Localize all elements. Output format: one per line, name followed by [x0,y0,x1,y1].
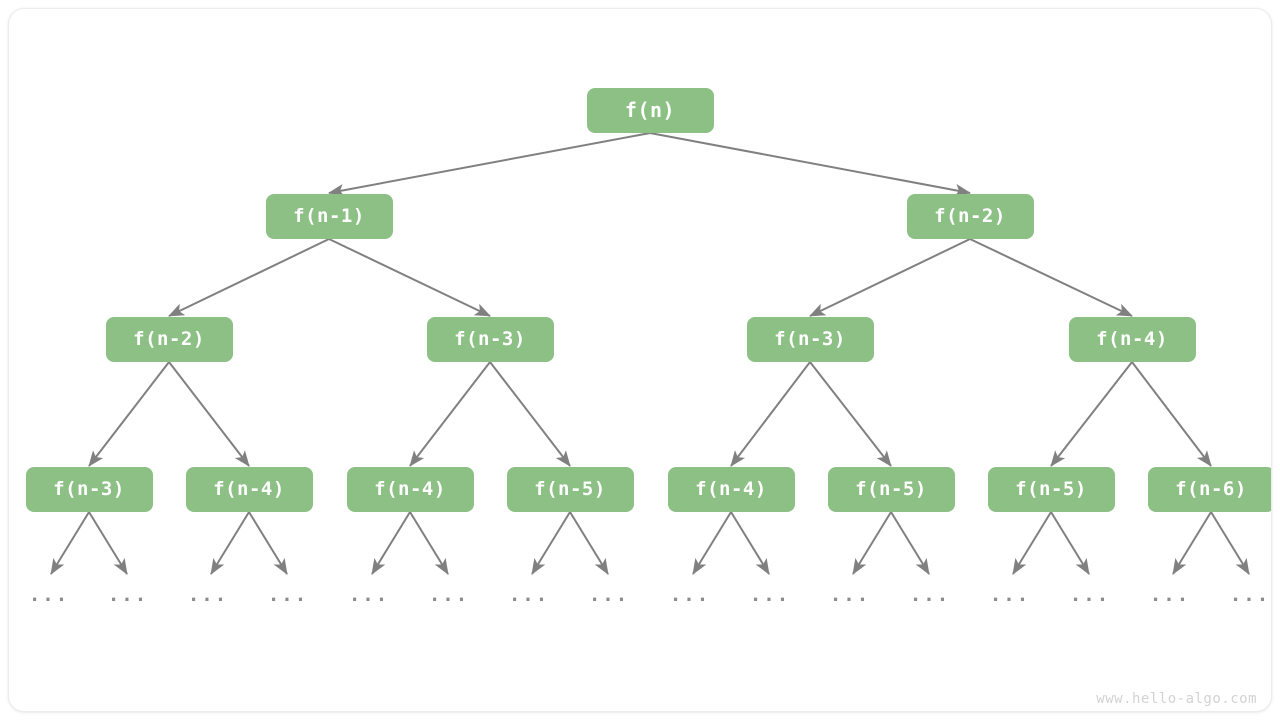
tree-edge [649,132,971,197]
tree-edge [489,361,571,467]
tree-edge [50,511,90,575]
tree-edge [88,361,170,467]
tree-edge [1210,511,1250,575]
leaf-ellipsis: ... [428,584,470,606]
tree-edge [809,238,971,317]
leaf-ellipsis: ... [588,584,630,606]
tree-node-l3-0: f(n-3) [25,466,153,512]
tree-edge [692,511,732,575]
leaf-ellipsis: ... [669,584,711,606]
tree-node-l3-6: f(n-5) [987,466,1115,512]
tree-edge [730,361,811,467]
tree-edge [1131,361,1212,467]
diagram-card: f(n) f(n-1) f(n-2) f(n-2) f(n-3) f(n-3) f(n-4)… [8,8,1272,712]
leaf-ellipsis: ... [187,584,229,606]
tree-edge [1012,511,1052,575]
tree-edge [88,511,128,575]
tree-edge [730,511,770,575]
leaf-ellipsis: ... [267,584,309,606]
tree-edge [1050,511,1090,575]
tree-edge [852,511,892,575]
tree-edge [210,511,250,575]
tree-edge [809,361,892,467]
tree-node-l2-3: f(n-4) [1068,316,1196,362]
leaf-ellipsis: ... [28,584,70,606]
leaf-ellipsis: ... [1149,584,1191,606]
tree-node-l3-4: f(n-4) [667,466,795,512]
tree-node-l3-5: f(n-5) [827,466,955,512]
tree-edge [531,511,571,575]
leaf-ellipsis: ... [348,584,390,606]
tree-node-l3-1: f(n-4) [185,466,313,512]
leaf-ellipsis: ... [1069,584,1111,606]
tree-node-l2-2: f(n-3) [746,316,874,362]
tree-node-l1-1: f(n-2) [906,193,1034,239]
leaf-ellipsis: ... [989,584,1031,606]
tree-node-l2-1: f(n-3) [426,316,554,362]
tree-edge [328,132,651,197]
tree-edge [1172,511,1212,575]
tree-edge [328,238,491,317]
leaf-ellipsis: ... [1229,584,1271,606]
leaf-ellipsis: ... [749,584,791,606]
tree-node-l3-3: f(n-5) [506,466,634,512]
site-watermark: www.hello-algo.com [1096,691,1257,707]
tree-node-l2-0: f(n-2) [105,316,233,362]
tree-edge [168,238,330,317]
tree-node-l3-7: f(n-6) [1147,466,1271,512]
tree-edge [890,511,930,575]
tree-edge [1050,361,1133,467]
tree-edge [248,511,288,575]
leaf-ellipsis: ... [107,584,149,606]
tree-node-l3-2: f(n-4) [346,466,474,512]
recursion-tree-canvas: f(n) f(n-1) f(n-2) f(n-2) f(n-3) f(n-3) f(n-4)… [9,9,1271,711]
tree-edge [569,511,609,575]
tree-edge [409,361,491,467]
tree-edge [409,511,449,575]
tree-node-l0-0: f(n) [586,87,714,133]
tree-edge [168,361,250,467]
leaf-ellipsis: ... [909,584,951,606]
leaf-ellipsis: ... [829,584,871,606]
tree-node-l1-0: f(n-1) [265,193,393,239]
leaf-ellipsis: ... [508,584,550,606]
tree-edge [969,238,1133,317]
tree-edge [371,511,411,575]
